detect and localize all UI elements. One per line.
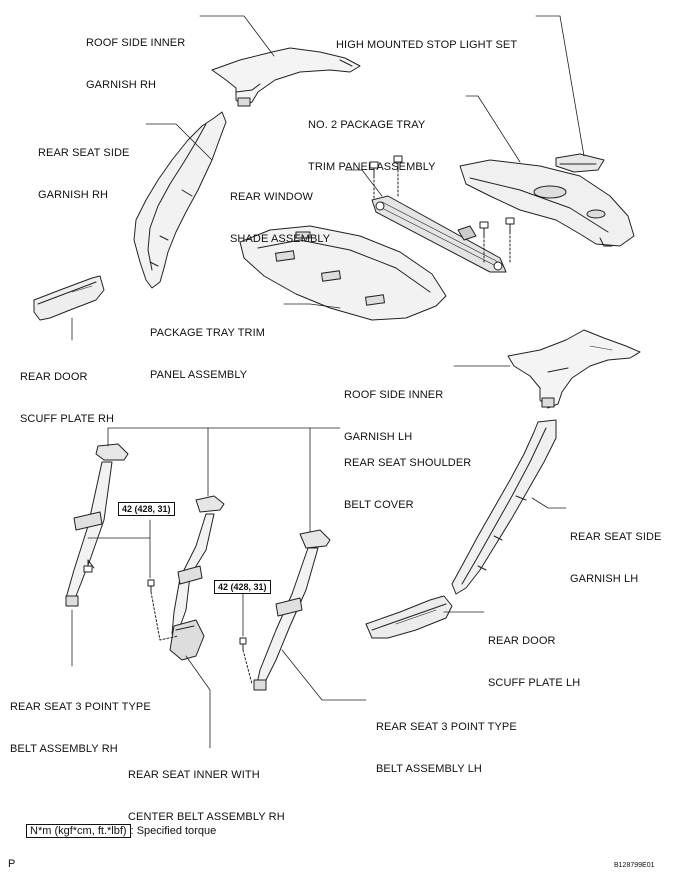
legend-unit-box: N*m (kgf*cm, ft.*lbf) (26, 824, 131, 838)
rear-door-scuff-plate-lh-part (365, 595, 453, 639)
label-line: REAR DOOR (20, 371, 88, 383)
label-three-point-belt-rh: REAR SEAT 3 POINT TYPE BELT ASSEMBLY RH (10, 672, 151, 770)
label-line: GARNISH RH (86, 79, 157, 91)
label-line: REAR SEAT SHOULDER (344, 457, 472, 469)
label-no2-package-tray: NO. 2 PACKAGE TRAY TRIM PANEL ASSEMBLY (308, 90, 436, 188)
roof-side-inner-garnish-lh-part (507, 329, 641, 409)
label-line: REAR WINDOW (230, 191, 313, 203)
label-line: ROOF SIDE INNER (344, 389, 444, 401)
legend-description: : Specified torque (130, 825, 217, 837)
label-package-tray-trim: PACKAGE TRAY TRIM PANEL ASSEMBLY (150, 298, 265, 396)
label-rear-seat-side-garnish-lh: REAR SEAT SIDE GARNISH LH (570, 502, 661, 600)
label-shoulder-belt-cover: REAR SEAT SHOULDER BELT COVER (344, 428, 471, 526)
shoulder-belt-covers (95, 443, 331, 549)
label-line: PANEL ASSEMBLY (150, 369, 248, 381)
package-tray-trim-panel-part (239, 225, 447, 321)
roof-side-inner-garnish-rh-part (211, 47, 361, 107)
shade-bolt-heads (369, 155, 515, 237)
leader-lines (71, 15, 585, 749)
label-line: NO. 2 PACKAGE TRAY (308, 119, 426, 131)
label-line: CENTER BELT ASSEMBLY RH (128, 811, 285, 823)
label-high-mounted-stop-light: HIGH MOUNTED STOP LIGHT SET (336, 10, 517, 66)
label-line: SHADE ASSEMBLY (230, 233, 331, 245)
three-point-belt-lh-part (253, 547, 319, 691)
no2-package-tray-trim-panel-part (459, 159, 635, 247)
label-line: PACKAGE TRAY TRIM (150, 327, 265, 339)
label-line: HIGH MOUNTED STOP LIGHT SET (336, 39, 518, 51)
high-mounted-stop-light-part (555, 153, 605, 173)
rear-seat-side-garnish-rh-part (133, 111, 227, 289)
label-line: SCUFF PLATE LH (488, 677, 581, 689)
label-line: REAR DOOR (488, 635, 556, 647)
shade-bolts (373, 169, 511, 263)
torque-value-rh: 42 (428, 31) (118, 502, 175, 516)
belt-anchor-bolts (83, 559, 247, 651)
corner-letter: P (8, 858, 16, 870)
torque-value-lh: 42 (428, 31) (214, 580, 271, 594)
label-line: REAR SEAT 3 POINT TYPE (376, 721, 517, 733)
label-inner-center-belt: REAR SEAT INNER WITH CENTER BELT ASSEMBL… (128, 740, 285, 838)
label-line: TRIM PANEL ASSEMBLY (308, 161, 436, 173)
label-line: GARNISH LH (344, 431, 413, 443)
label-roof-side-inner-garnish-rh: ROOF SIDE INNER GARNISH RH (86, 8, 185, 106)
rear-seat-side-garnish-lh-part (451, 419, 557, 595)
label-line: REAR SEAT SIDE (570, 531, 662, 543)
label-line: BELT ASSEMBLY LH (376, 763, 482, 775)
label-rear-door-scuff-lh: REAR DOOR SCUFF PLATE LH (488, 606, 580, 704)
label-line: GARNISH LH (570, 573, 639, 585)
rear-window-shade-part (371, 195, 507, 273)
label-rear-window-shade: REAR WINDOW SHADE ASSEMBLY (230, 162, 330, 260)
torque-legend: N*m (kgf*cm, ft.*lbf): Specified torque (26, 824, 217, 838)
label-three-point-belt-lh: REAR SEAT 3 POINT TYPE BELT ASSEMBLY LH (376, 692, 517, 790)
center-belt-part (169, 513, 215, 661)
label-line: REAR SEAT INNER WITH (128, 769, 260, 781)
belt-bolt-guides (150, 591, 253, 685)
three-point-belt-rh-part (65, 461, 113, 607)
label-line: ROOF SIDE INNER (86, 37, 186, 49)
label-rear-seat-side-garnish-rh: REAR SEAT SIDE GARNISH RH (38, 118, 129, 216)
label-line: BELT COVER (344, 499, 414, 511)
label-line: GARNISH RH (38, 189, 109, 201)
label-line: REAR SEAT 3 POINT TYPE (10, 701, 151, 713)
image-code: B128799E01 (614, 862, 655, 869)
label-line: SCUFF PLATE RH (20, 413, 115, 425)
label-rear-door-scuff-rh: REAR DOOR SCUFF PLATE RH (20, 342, 114, 440)
label-line: BELT ASSEMBLY RH (10, 743, 118, 755)
rear-door-scuff-plate-rh-part (33, 275, 105, 321)
label-roof-side-inner-garnish-lh: ROOF SIDE INNER GARNISH LH (344, 360, 443, 458)
label-line: REAR SEAT SIDE (38, 147, 130, 159)
